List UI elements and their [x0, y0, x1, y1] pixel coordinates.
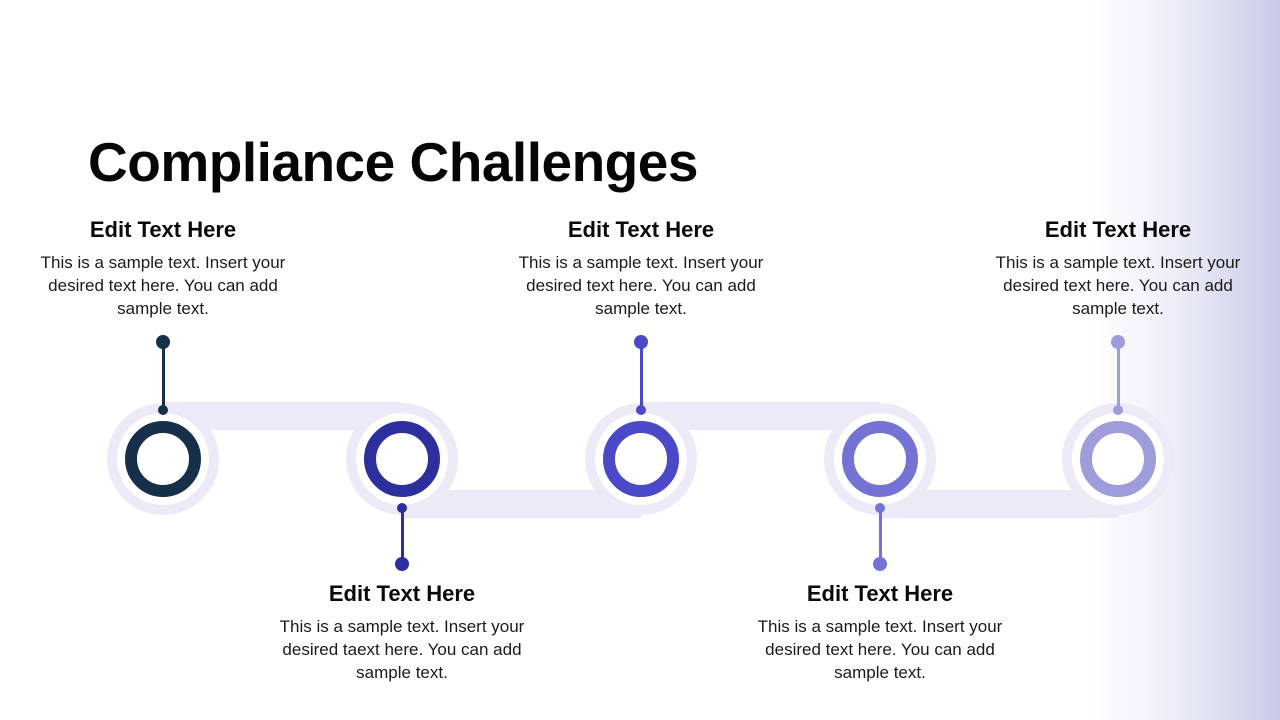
text-block-heading-4: Edit Text Here: [806, 581, 954, 606]
text-block-body-4: This is a sample text. Insert your desir…: [757, 617, 1003, 683]
timeline-node-2[interactable]: [346, 403, 458, 515]
connector-stem-4: [872, 503, 888, 571]
stem-anchor-dot: [397, 503, 407, 513]
text-block-body-3: This is a sample text. Insert your desir…: [518, 253, 764, 319]
stem-line: [1116, 342, 1120, 410]
stem-end-dot: [873, 557, 887, 571]
stem-line: [639, 342, 643, 410]
text-block-heading-1: Edit Text Here: [89, 217, 237, 242]
connector-stem-2: [394, 503, 410, 571]
stem-end-dot: [395, 557, 409, 571]
text-block-heading-5: Edit Text Here: [1044, 217, 1192, 242]
timeline-node-3[interactable]: [585, 403, 697, 515]
stem-anchor-dot: [636, 405, 646, 415]
stem-line: [878, 510, 882, 566]
stem-end-dot: [634, 335, 648, 349]
timeline-node-5[interactable]: [1062, 403, 1174, 515]
stem-line: [400, 510, 404, 566]
stem-end-dot: [156, 335, 170, 349]
stem-anchor-dot: [875, 503, 885, 513]
ring-icon-1: [125, 421, 201, 497]
ring-icon-2: [364, 421, 440, 497]
stem-line: [161, 342, 165, 410]
connector-stem-5: [1110, 335, 1126, 415]
ring-icon-3: [603, 421, 679, 497]
text-block-heading-2: Edit Text Here: [328, 581, 476, 606]
ring-icon-5: [1080, 421, 1156, 497]
text-block-body-1: This is a sample text. Insert your desir…: [40, 253, 286, 319]
timeline-ribbon: [0, 380, 1280, 540]
text-block-body-2: This is a sample text. Insert your desir…: [279, 617, 525, 683]
connector-stem-1: [155, 335, 171, 415]
stem-anchor-dot: [158, 405, 168, 415]
text-block-heading-3: Edit Text Here: [567, 217, 715, 242]
text-block-body-5: This is a sample text. Insert your desir…: [995, 253, 1241, 319]
timeline-node-4[interactable]: [824, 403, 936, 515]
timeline-node-1[interactable]: [107, 403, 219, 515]
page-title: Compliance Challenges: [88, 130, 698, 193]
ring-icon-4: [842, 421, 918, 497]
stem-anchor-dot: [1113, 405, 1123, 415]
connector-stem-3: [633, 335, 649, 415]
stem-end-dot: [1111, 335, 1125, 349]
